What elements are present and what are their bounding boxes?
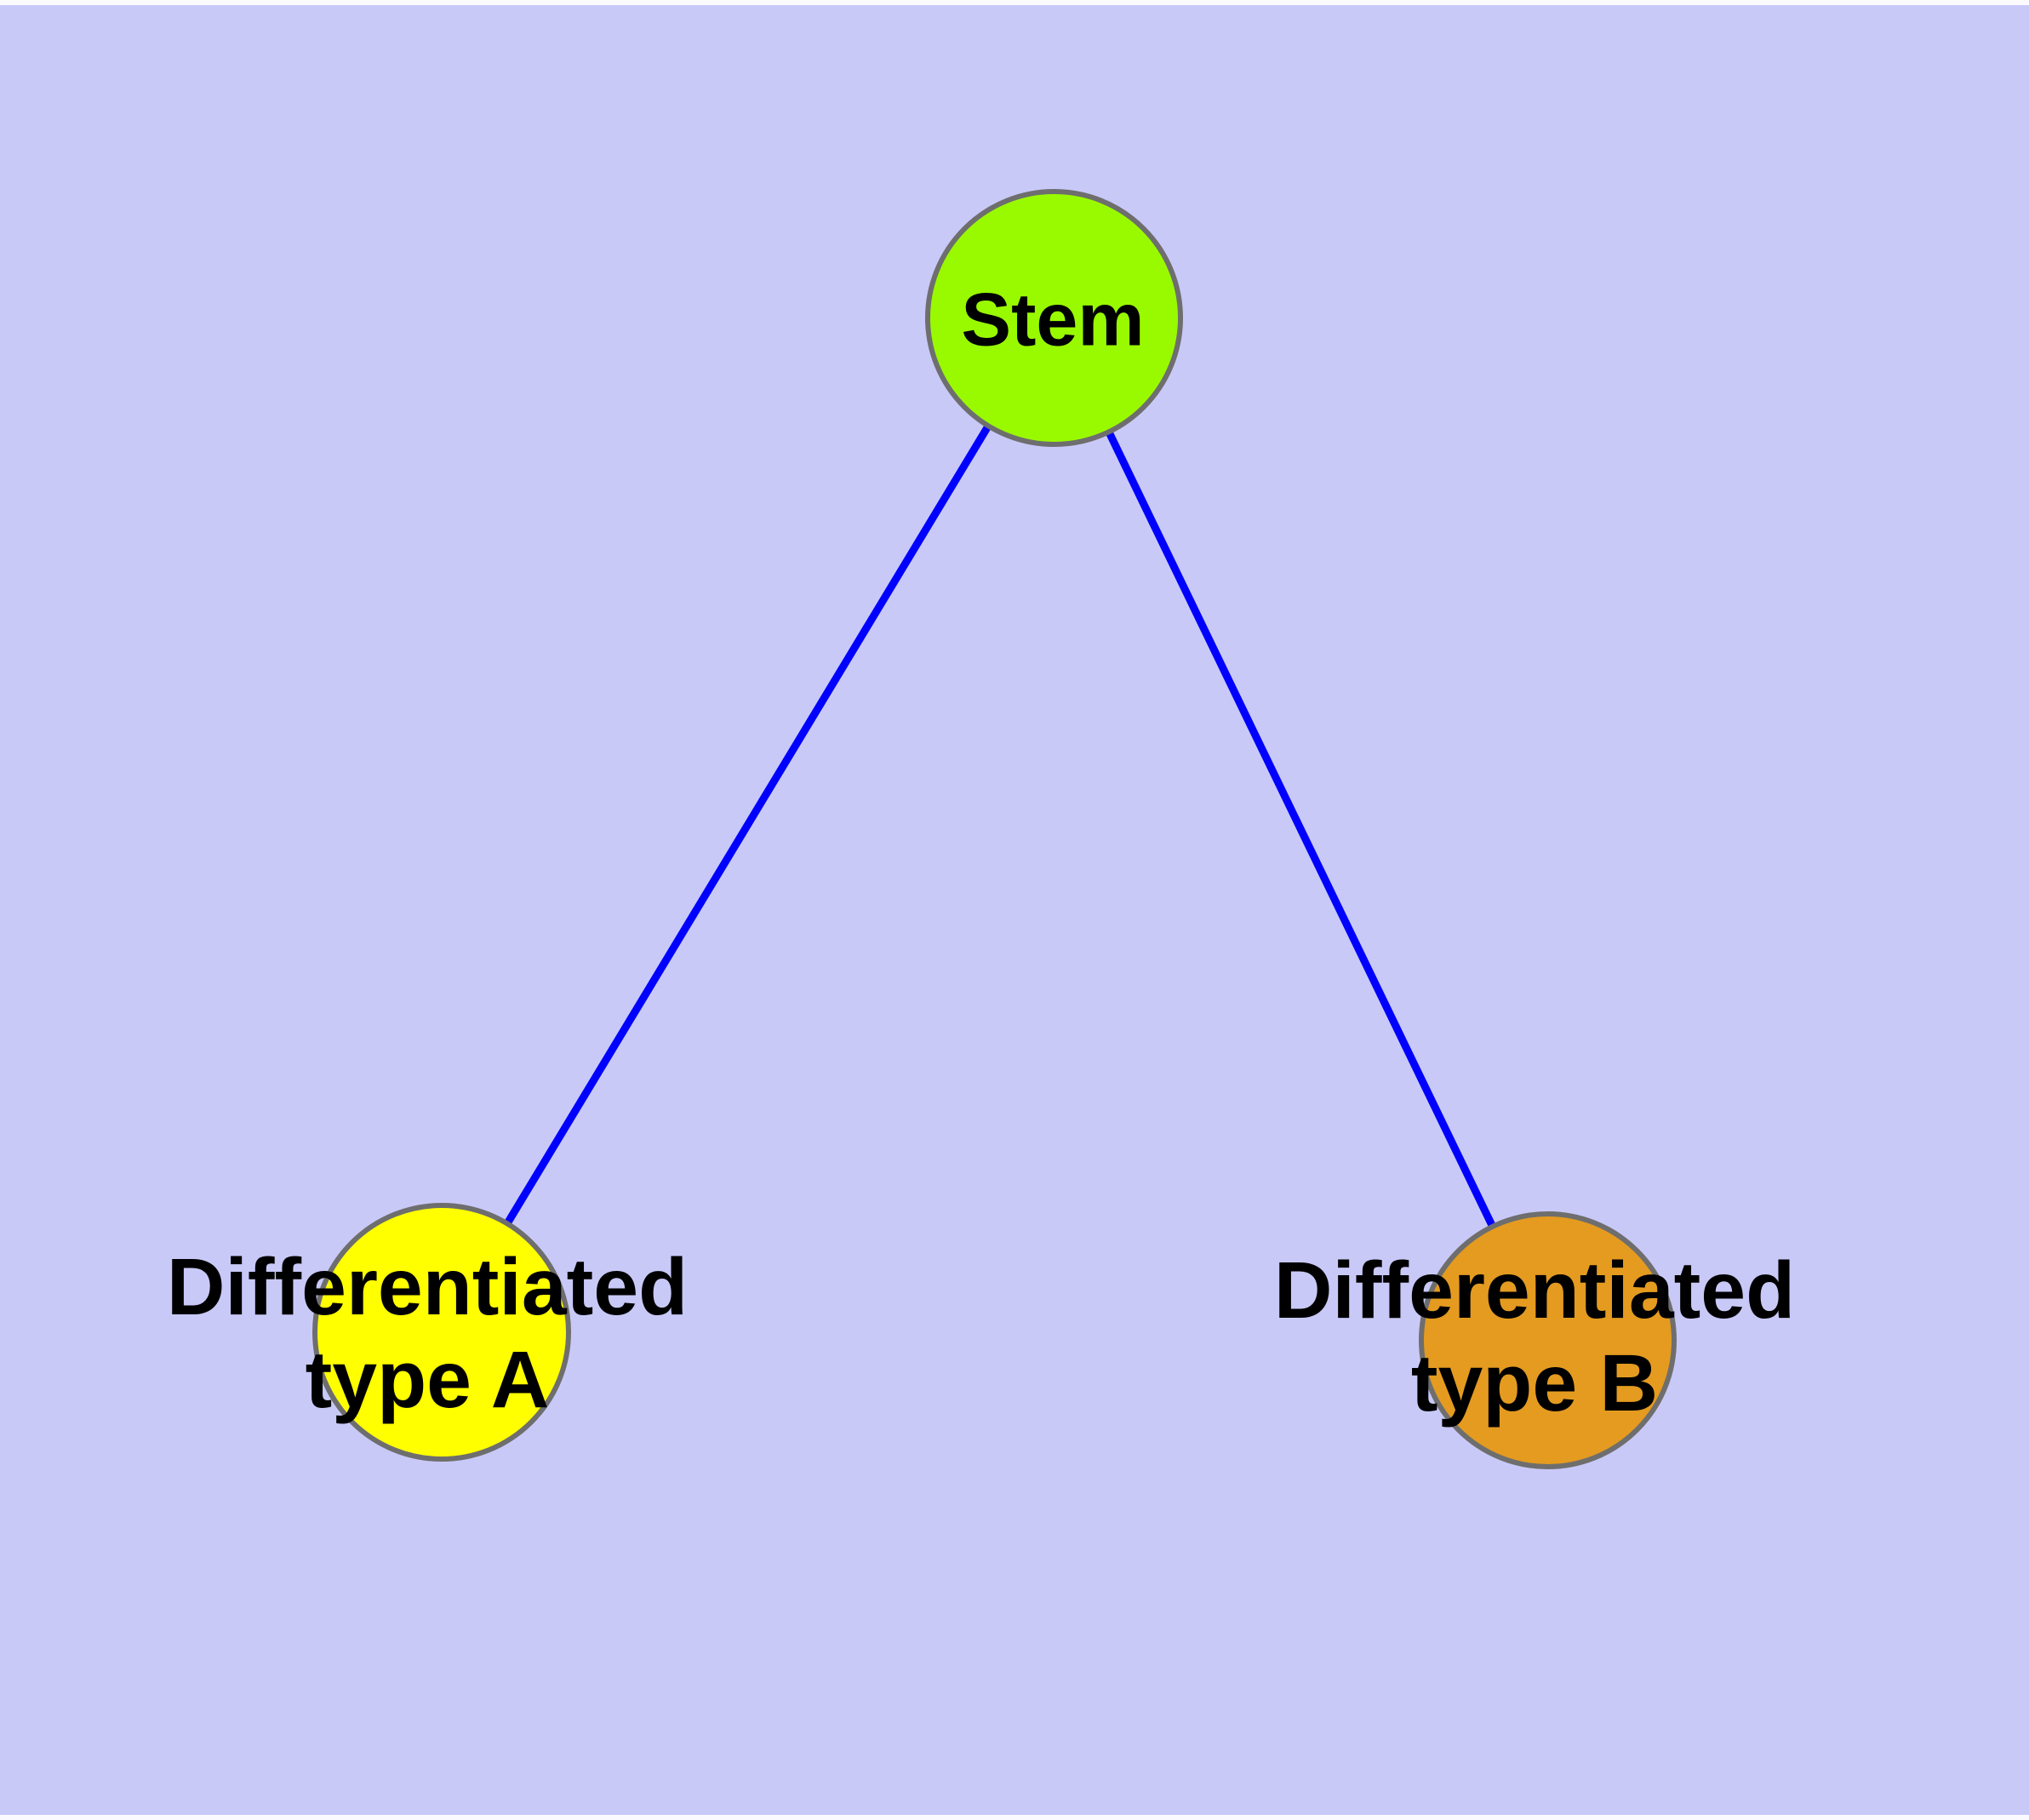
node-differentiated-type-a	[312, 1203, 571, 1462]
node-label-line: type B	[1410, 1338, 1659, 1428]
screenshot-top-edge	[0, 0, 2029, 5]
edge-stem-to-type-a	[438, 315, 1057, 1335]
node-label-line: Differentiated	[1273, 1245, 1796, 1336]
screenshot-bottom-edge	[0, 1815, 2029, 1820]
node-label-stem: Stem	[961, 277, 1145, 362]
node-differentiated-type-b	[1419, 1211, 1677, 1469]
node-label-differentiated-type-a: Differentiated type A	[167, 1241, 688, 1428]
node-stem	[925, 189, 1183, 447]
node-label-differentiated-type-b: Differentiated type B	[1274, 1245, 1795, 1431]
node-label-line: Differentiated	[166, 1241, 689, 1332]
node-label-line: type A	[305, 1335, 550, 1425]
edge-stem-to-type-b	[1049, 316, 1552, 1342]
